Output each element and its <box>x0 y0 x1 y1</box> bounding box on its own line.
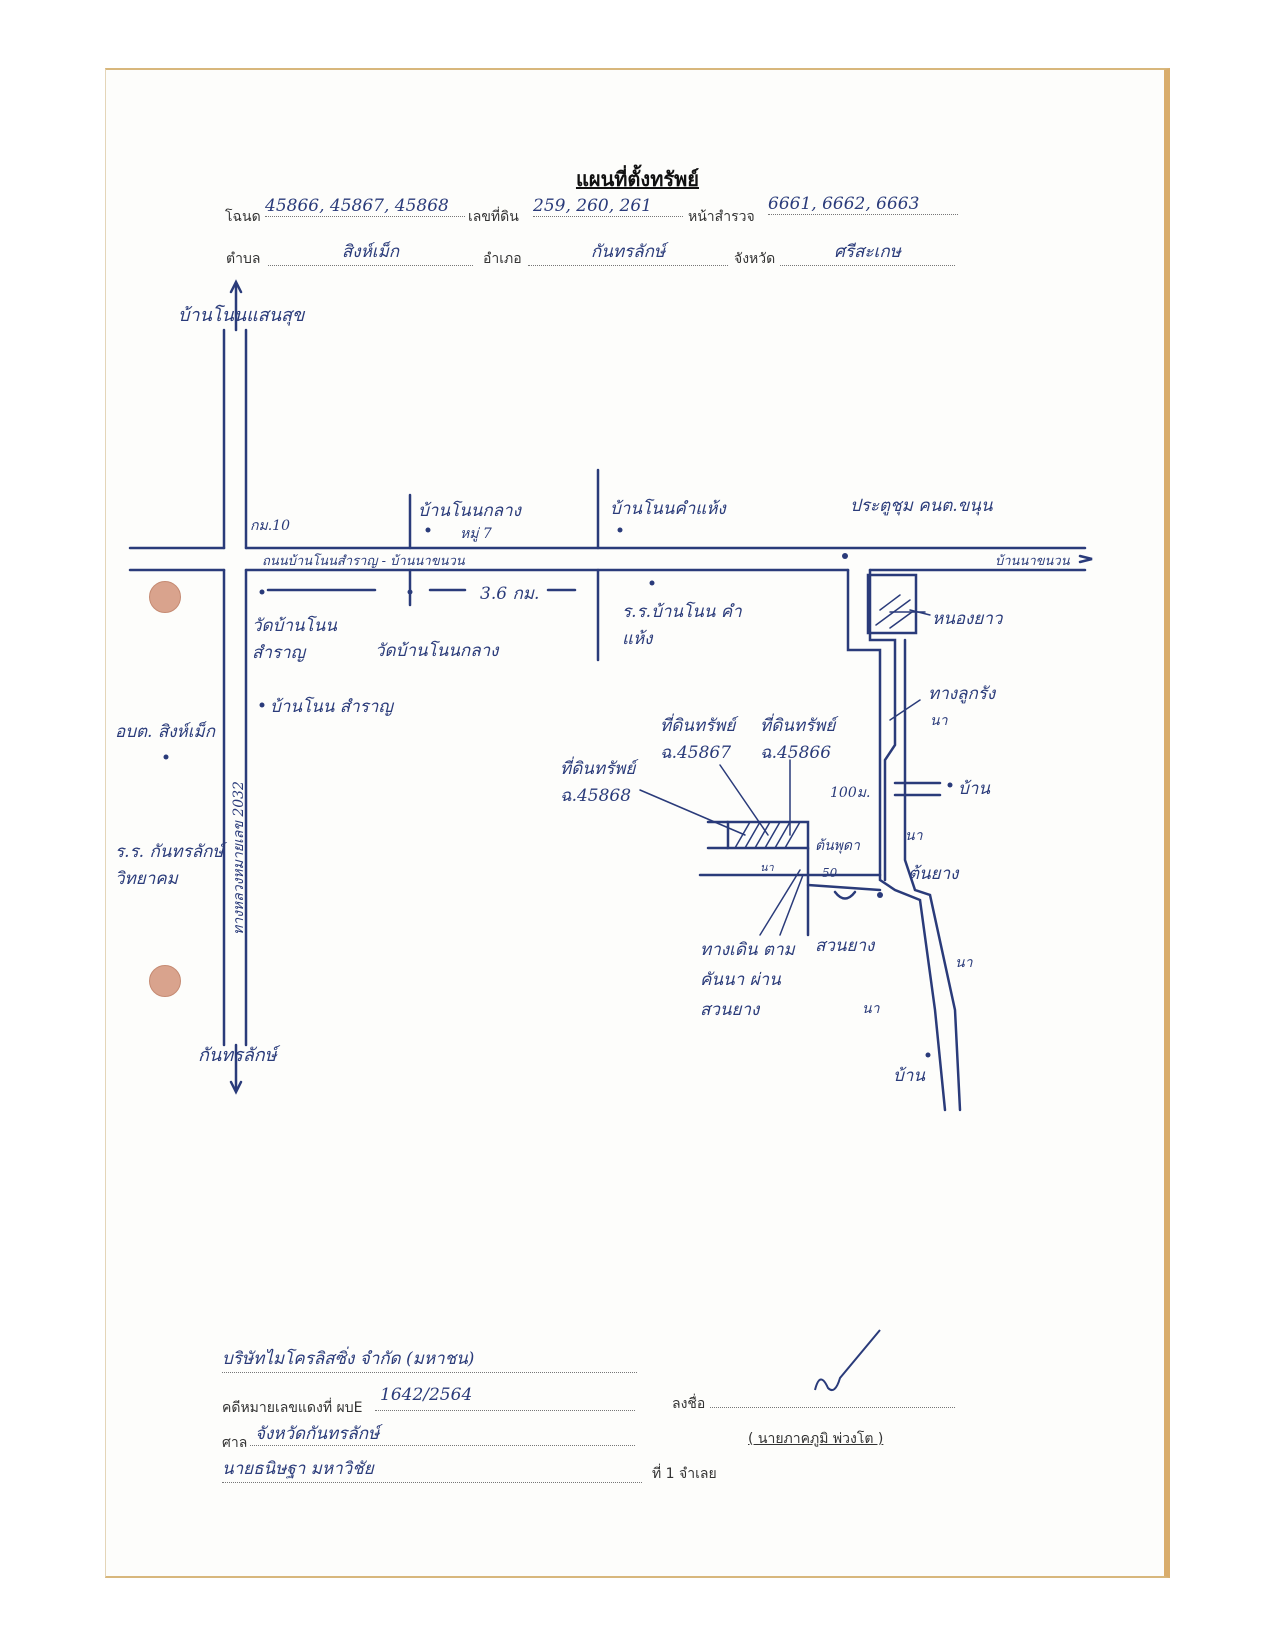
label-village-khamhaeng: บ้านโนนคำแห้ง <box>610 499 726 519</box>
deed-value: 45866, 45867, 45868 <box>265 196 465 217</box>
pond-outline <box>866 573 918 635</box>
label-south-town: กันทรลักษ์ <box>198 1045 277 1066</box>
dot-school-khamhaeng <box>649 580 655 586</box>
dot-meeting-hall <box>842 553 848 559</box>
south-arrow-head <box>229 1080 243 1095</box>
label-pond: หนองยาว <box>932 609 1003 629</box>
label-distance: 3.6 กม. <box>480 584 540 604</box>
dot-rubber-tree <box>877 892 883 898</box>
dot-khamhaeng <box>617 527 623 533</box>
lawyer-value: นายธนิษฐา มหาวิชัย <box>222 1455 642 1483</box>
tambon-value: สิงห์เม็ก <box>268 238 473 266</box>
label-meeting-hall: ประตูชุม คนต.ขนุน <box>850 496 993 516</box>
label-school-khamhaeng: ร.ร.บ้านโนน คำแห้ง <box>622 602 742 649</box>
plots-outline <box>726 820 810 850</box>
label-road-end: บ้านนาขนวน <box>995 554 1070 569</box>
dot-tambon-office <box>163 754 169 760</box>
label-moo7: หมู่ 7 <box>460 526 492 542</box>
dot-middle-village <box>425 527 431 533</box>
page-title: แผนที่ตั้งทรัพย์ <box>575 167 700 191</box>
label-km10: กม.10 <box>250 518 290 534</box>
east-arrow-head <box>1078 554 1093 564</box>
label-dist-50: 50 <box>822 866 838 880</box>
deed-label: โฉนด <box>225 209 261 225</box>
case-no-value: 1642/2564 <box>380 1385 473 1405</box>
dirt-road-east-edge <box>903 638 962 1112</box>
label-paddy-4: นา <box>862 1001 880 1017</box>
label-paddy-2: นา <box>905 828 923 844</box>
dirt-road-west-edge <box>846 568 947 1112</box>
label-paddy-5: นา <box>760 861 774 874</box>
label-village-middle: บ้านโนนกลาง <box>418 501 521 521</box>
label-paddy-1: นา <box>930 713 948 729</box>
dirt-road-inner-edge <box>868 568 897 882</box>
province-value: ศรีสะเกษ <box>780 238 955 266</box>
label-plot-45867: ที่ดินทรัพย์ ฉ.45867 <box>660 716 736 763</box>
label-dirt-road: ทางลูกรัง <box>928 684 996 704</box>
label-temple-samran: วัดบ้านโนน สำราญ <box>252 616 337 663</box>
dot-temple-middle <box>407 589 413 595</box>
label-dist-100m: 100ม. <box>830 785 871 801</box>
defendant-text: ที่ 1 จำเลย <box>652 1466 717 1482</box>
document-page <box>105 68 1170 1578</box>
rubber-garden-mark <box>833 890 857 900</box>
label-paddy-3: นา <box>955 955 973 971</box>
amphoe-value: กันทรลักษ์ <box>528 238 728 266</box>
label-school-kantharalak: ร.ร. กันทรลักษ์ วิทยาคม <box>115 842 224 889</box>
land-no-label: เลขที่ดิน <box>468 209 519 225</box>
label-plot-45868: ที่ดินทรัพย์ ฉ.45868 <box>560 759 636 806</box>
label-tree-tan: ต้นพุดา <box>815 838 860 854</box>
signed-label: ลงชื่อ <box>672 1396 706 1412</box>
tambon-label: ตำบล <box>226 251 261 267</box>
label-plot-45866: ที่ดินทรัพย์ ฉ.45866 <box>760 716 836 763</box>
bund-line-bottom <box>806 883 882 892</box>
label-temple-middle: วัดบ้านโนนกลาง <box>375 641 499 661</box>
label-village-east: บ้าน <box>958 779 990 799</box>
punch-hole-top <box>149 581 181 613</box>
punch-hole-bottom <box>149 965 181 997</box>
survey-label: หน้าสำรวจ <box>688 209 755 225</box>
north-arrow-head <box>229 279 243 294</box>
signer-name: ( นายภาคภูมิ พ่วงโต ) <box>748 1431 884 1447</box>
dot-temple-samran <box>259 589 265 595</box>
label-walk-path: ทางเดิน ตามคันนา ผ่านสวนยาง <box>700 940 795 1020</box>
plots-hatch <box>734 821 801 849</box>
label-road-main: ถนนบ้านโนนสำราญ - บ้านนาขนวน <box>262 554 465 569</box>
dot-village-samran <box>259 702 265 708</box>
label-tambon-office: อบต. สิงห์เม็ก <box>115 722 216 742</box>
land-no-value: 259, 260, 261 <box>533 196 683 217</box>
province-label: จังหวัด <box>734 251 776 267</box>
dot-village-south <box>925 1052 931 1058</box>
survey-value: 6661, 6662, 6663 <box>768 194 958 215</box>
case-name: บริษัทไมโครลิสซิ่ง จำกัด (มหาชน) <box>222 1345 637 1373</box>
court-label: ศาล <box>222 1435 248 1451</box>
label-north-village: บ้านโนนแสนสุข <box>178 305 305 326</box>
label-village-samran: บ้านโนน สำราญ <box>270 697 393 717</box>
label-rubber-garden: สวนยาง <box>815 936 875 956</box>
label-village-south: บ้าน <box>893 1066 925 1086</box>
label-rubber-tree: ต้นยาง <box>908 864 959 884</box>
court-value: จังหวัดกันทรลักษ์ <box>255 1424 380 1444</box>
dot-village-east <box>947 782 953 788</box>
case-no-label: คดีหมายเลขแดงที่ ผบE <box>222 1400 363 1416</box>
amphoe-label: อำเภอ <box>483 251 522 267</box>
